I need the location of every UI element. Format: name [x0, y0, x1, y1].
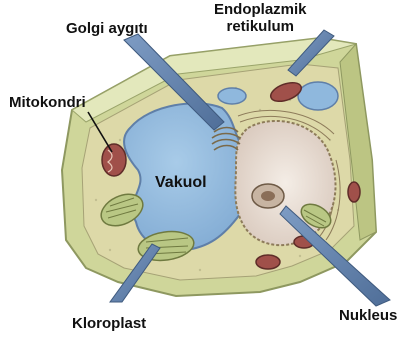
- mitokondri-label: Mitokondri: [9, 94, 86, 111]
- endoplasmic-reticulum-label: Endoplazmik retikulum: [214, 1, 307, 35]
- vakuol-label: Vakuol: [155, 174, 207, 191]
- golgi-label: Golgi aygıtı: [66, 20, 148, 37]
- small-vacuole: [218, 88, 246, 104]
- nukleus-label: Nukleus: [339, 307, 397, 324]
- er-label-line1: Endoplazmik: [214, 1, 307, 18]
- kloroplast-label: Kloroplast: [72, 315, 146, 332]
- small-vacuole: [298, 82, 338, 110]
- er-label-line2: retikulum: [214, 18, 307, 35]
